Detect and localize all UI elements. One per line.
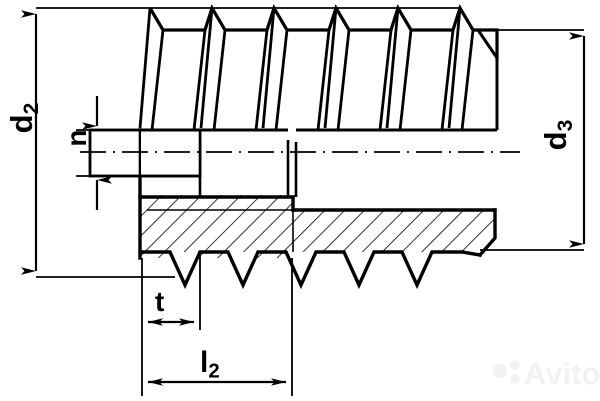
right-end-chamfer xyxy=(476,29,499,130)
dimension-label-d2-sub: 2 xyxy=(19,102,43,115)
dimension-l2 xyxy=(141,258,293,396)
watermark-text: Avito xyxy=(524,356,600,391)
dimension-label-d2-text: d xyxy=(4,114,40,134)
dimension-label-t-text: t xyxy=(155,286,165,317)
avito-watermark: Avito xyxy=(493,356,600,391)
dimension-label-l2: l2 xyxy=(200,348,220,382)
dimension-label-n-text: n xyxy=(61,129,92,147)
section-hatch-region xyxy=(140,195,496,258)
internal-thread-notch-mask xyxy=(140,252,495,300)
dimension-label-l2-sub: 2 xyxy=(208,360,220,383)
dimension-label-t: t xyxy=(155,288,164,316)
dimension-t xyxy=(141,255,201,330)
slot-overlay-clear xyxy=(141,131,199,175)
dimension-label-n: n xyxy=(61,118,92,158)
dimension-label-d3-sub: 3 xyxy=(553,119,577,132)
dimension-d3 xyxy=(480,29,586,251)
dimension-label-d2: d2 xyxy=(4,96,43,140)
dimension-label-l2-text: l xyxy=(200,346,209,379)
dimension-n xyxy=(76,96,122,210)
section-inner-contours xyxy=(147,197,294,252)
external-thread-flanks xyxy=(138,7,499,131)
dimension-label-d3: d3 xyxy=(538,113,577,157)
dimension-d2 xyxy=(21,7,460,278)
dimension-label-d3-text: d xyxy=(538,131,574,151)
